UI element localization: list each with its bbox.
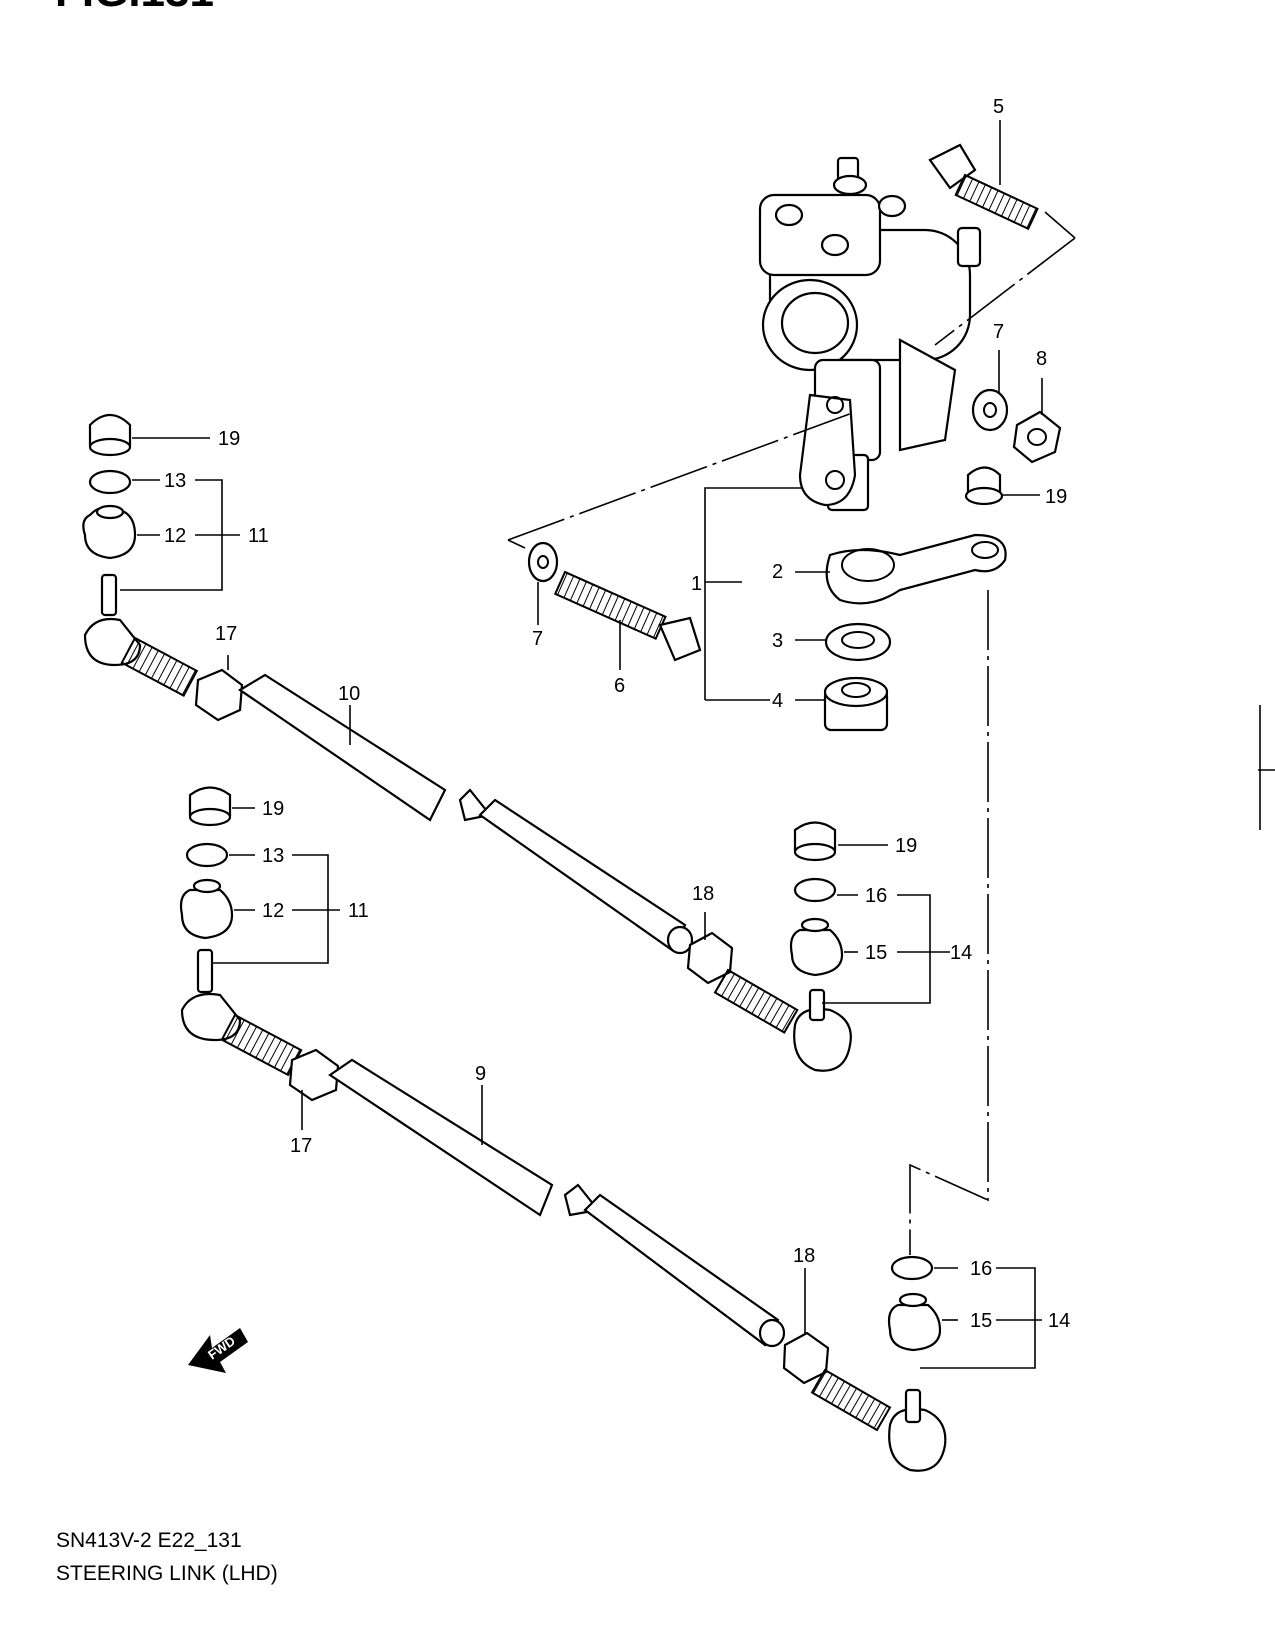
ring-13-top xyxy=(88,469,132,495)
steering-gear-box xyxy=(758,156,982,512)
ring-16-upper xyxy=(793,877,837,903)
nut-4 xyxy=(823,676,889,732)
diagram-title: STEERING LINK (LHD) xyxy=(56,1562,278,1585)
nut-17-bottom xyxy=(288,1048,340,1102)
callout-16: 16 xyxy=(865,885,887,907)
callout-12: 12 xyxy=(262,900,284,922)
callout-14: 14 xyxy=(1048,1310,1070,1332)
callout-13: 13 xyxy=(164,470,186,492)
boot-15-lower xyxy=(887,1292,942,1352)
callout-17: 17 xyxy=(215,623,237,645)
callout-labels: 5 7 8 19 19 13 12 11 17 10 1 2 3 4 7 6 1… xyxy=(164,96,1070,1332)
callout-18: 18 xyxy=(793,1245,815,1267)
boot-12-lower xyxy=(179,878,234,940)
callout-13: 13 xyxy=(262,845,284,867)
callout-4: 4 xyxy=(772,690,783,712)
model-code: SN413V-2 E22_131 xyxy=(56,1529,242,1552)
tie-rod-tube-9 xyxy=(328,1058,786,1348)
ring-16-lower xyxy=(890,1255,934,1281)
callout-17: 17 xyxy=(290,1135,312,1157)
callout-10: 10 xyxy=(338,683,360,705)
callout-5: 5 xyxy=(993,96,1004,118)
callout-6: 6 xyxy=(614,675,625,697)
callout-16: 16 xyxy=(970,1258,992,1280)
callout-15: 15 xyxy=(865,942,887,964)
nut-19-left-top xyxy=(88,413,132,457)
callout-7: 7 xyxy=(993,321,1004,343)
tie-rod-end-left-top xyxy=(83,573,199,697)
washer-7-left xyxy=(527,541,559,583)
leader-lines xyxy=(120,120,1043,1369)
washer-7-right xyxy=(971,388,1009,432)
callout-9: 9 xyxy=(475,1063,486,1085)
callout-2: 2 xyxy=(772,561,783,583)
figure-title: FIG.131 xyxy=(55,0,214,14)
callout-11: 11 xyxy=(348,900,369,922)
callout-18: 18 xyxy=(692,883,714,905)
bolt-6-head xyxy=(658,616,702,662)
callout-1: 1 xyxy=(691,573,702,595)
nut-19-right-middle xyxy=(793,821,837,862)
callout-11: 11 xyxy=(248,525,269,547)
callout-7: 7 xyxy=(532,628,543,650)
boot-15-upper xyxy=(789,917,844,977)
callout-12: 12 xyxy=(164,525,186,547)
tie-rod-tube-10 xyxy=(237,673,694,955)
callout-3: 3 xyxy=(772,630,783,652)
callout-19: 19 xyxy=(218,428,240,450)
boot-12-top xyxy=(82,504,137,560)
pitman-arm-lower xyxy=(798,393,857,507)
callout-8: 8 xyxy=(1036,348,1047,370)
ring-13-lower xyxy=(185,842,229,868)
tie-rod-end-right-upper xyxy=(713,968,852,1072)
nut-17-top xyxy=(194,668,244,722)
callout-19: 19 xyxy=(1045,486,1067,508)
callout-14: 14 xyxy=(950,942,972,964)
callout-19: 19 xyxy=(262,798,284,820)
pitman-arm-2 xyxy=(825,533,1007,605)
tie-rod-end-left-lower xyxy=(180,948,303,1077)
nut-19-right-top xyxy=(964,466,1004,506)
nut-8 xyxy=(1012,410,1062,464)
callout-19: 19 xyxy=(895,835,917,857)
bolt-6 xyxy=(553,570,667,640)
washer-3 xyxy=(824,622,892,662)
bolt-5 xyxy=(928,143,1039,231)
nut-19-left-middle xyxy=(188,786,232,827)
callout-15: 15 xyxy=(970,1310,992,1332)
forward-direction-arrow: FWD xyxy=(188,1328,248,1373)
tie-rod-end-right-lower xyxy=(810,1368,947,1472)
